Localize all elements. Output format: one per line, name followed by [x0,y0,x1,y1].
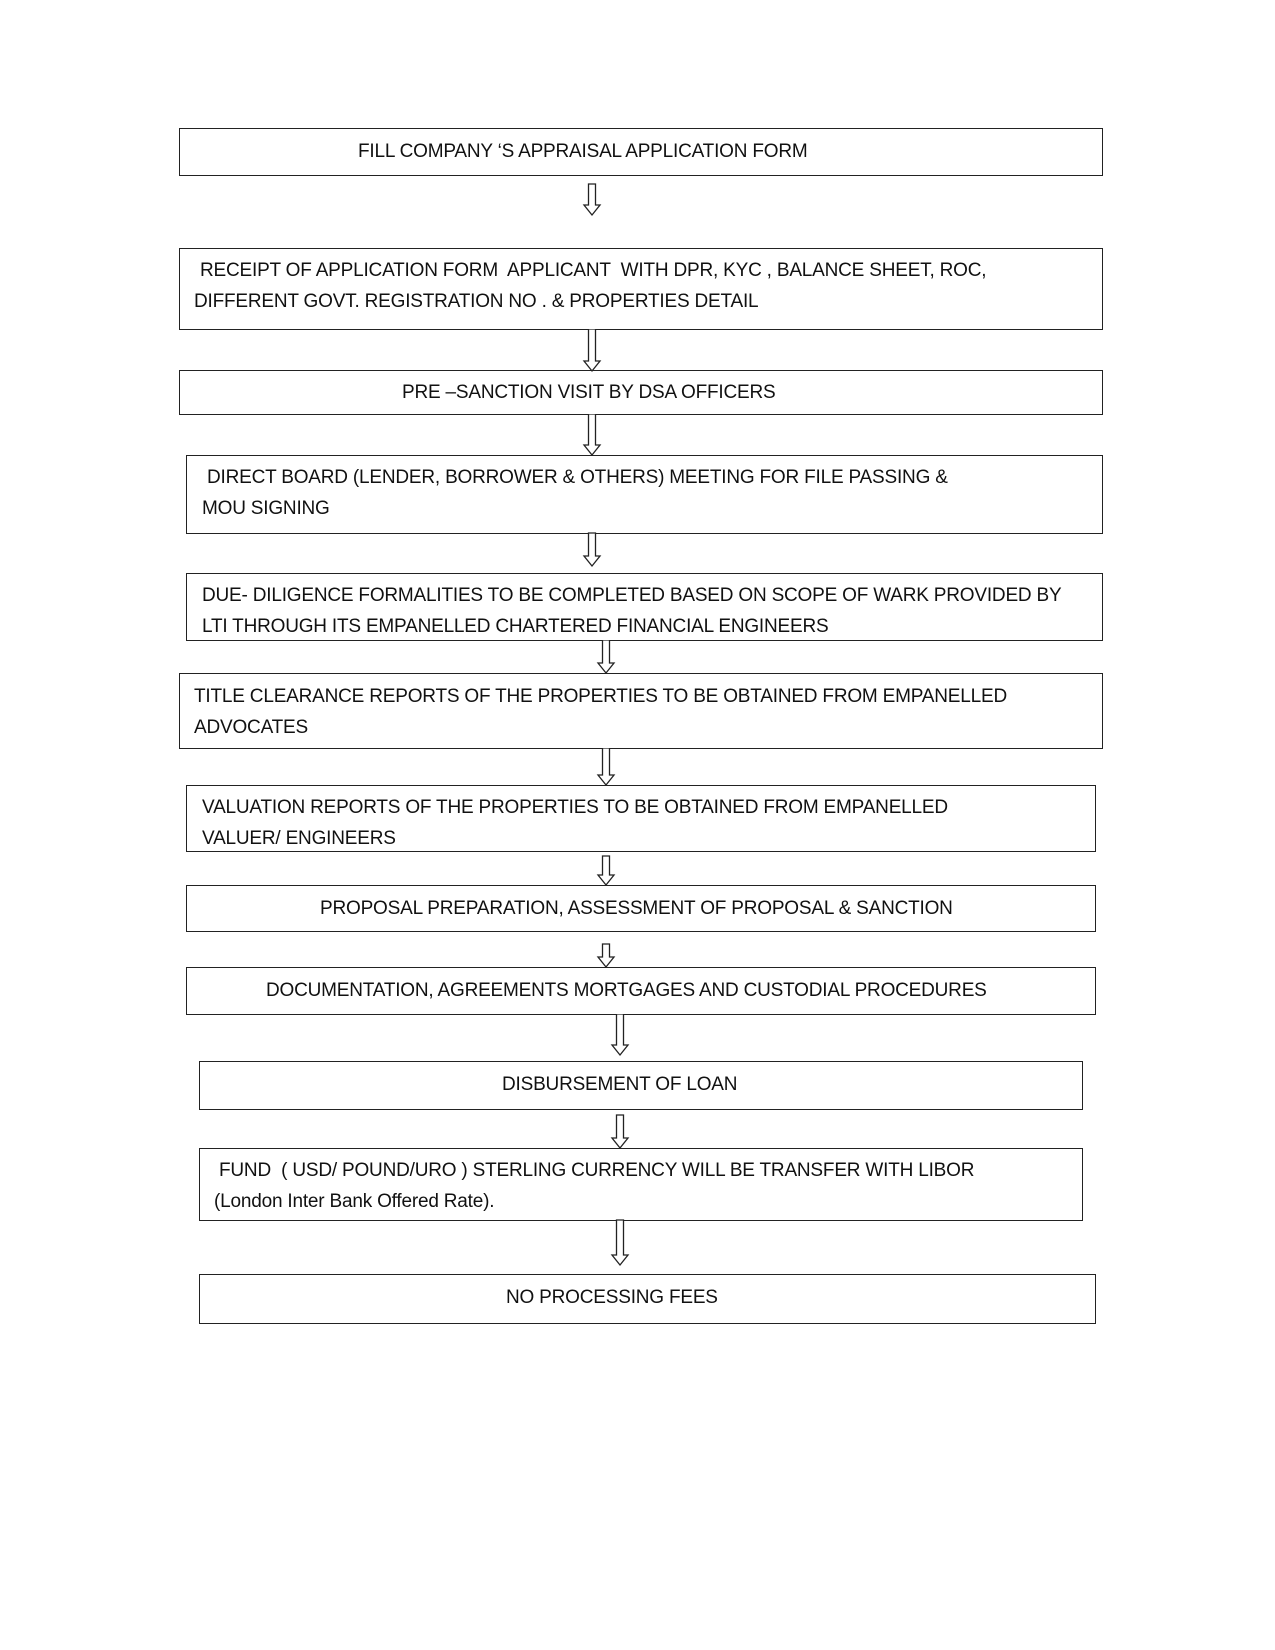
down-arrow-icon [596,640,616,675]
step-documentation: DOCUMENTATION, AGREEMENTS MORTGAGES AND … [186,967,1096,1015]
down-arrow-icon [610,1114,630,1150]
step-label: DOCUMENTATION, AGREEMENTS MORTGAGES AND … [266,980,987,1001]
down-arrow-icon [610,1014,630,1057]
step-label: DUE- DILIGENCE FORMALITIES TO BE COMPLET… [202,585,1067,637]
step-disbursement: DISBURSEMENT OF LOAN [199,1061,1083,1110]
step-label: RECEIPT OF APPLICATION FORM APPLICANT WI… [194,260,997,312]
step-label: DISBURSEMENT OF LOAN [502,1074,738,1095]
down-arrow-icon [596,748,616,787]
step-direct-board-meeting: DIRECT BOARD (LENDER, BORROWER & OTHERS)… [186,455,1103,534]
step-due-diligence: DUE- DILIGENCE FORMALITIES TO BE COMPLET… [186,573,1103,641]
step-label: VALUATION REPORTS OF THE PROPERTIES TO B… [202,797,953,849]
down-arrow-icon [610,1219,630,1267]
down-arrow-icon [582,329,602,373]
step-valuation-reports: VALUATION REPORTS OF THE PROPERTIES TO B… [186,785,1096,852]
step-fund-transfer: FUND ( USD/ POUND/URO ) STERLING CURRENC… [199,1148,1083,1221]
step-title-clearance: TITLE CLEARANCE REPORTS OF THE PROPERTIE… [179,673,1103,749]
down-arrow-icon [582,183,602,217]
step-no-processing-fees: NO PROCESSING FEES [199,1274,1096,1324]
step-label: PRE –SANCTION VISIT BY DSA OFFICERS [402,382,776,403]
step-receipt-of-application: RECEIPT OF APPLICATION FORM APPLICANT WI… [179,248,1103,330]
step-label: FUND ( USD/ POUND/URO ) STERLING CURRENC… [214,1160,980,1212]
down-arrow-icon [582,532,602,568]
step-label: TITLE CLEARANCE REPORTS OF THE PROPERTIE… [194,686,1012,738]
step-label: PROPOSAL PREPARATION, ASSESSMENT OF PROP… [320,898,953,919]
down-arrow-icon [596,943,616,969]
step-label: FILL COMPANY ‘S APPRAISAL APPLICATION FO… [358,141,808,162]
step-fill-application-form: FILL COMPANY ‘S APPRAISAL APPLICATION FO… [179,128,1103,176]
step-label: DIRECT BOARD (LENDER, BORROWER & OTHERS)… [202,467,953,519]
step-proposal-preparation: PROPOSAL PREPARATION, ASSESSMENT OF PROP… [186,885,1096,932]
down-arrow-icon [582,414,602,457]
step-label: NO PROCESSING FEES [506,1287,718,1308]
down-arrow-icon [596,855,616,887]
step-pre-sanction-visit: PRE –SANCTION VISIT BY DSA OFFICERS [179,370,1103,415]
